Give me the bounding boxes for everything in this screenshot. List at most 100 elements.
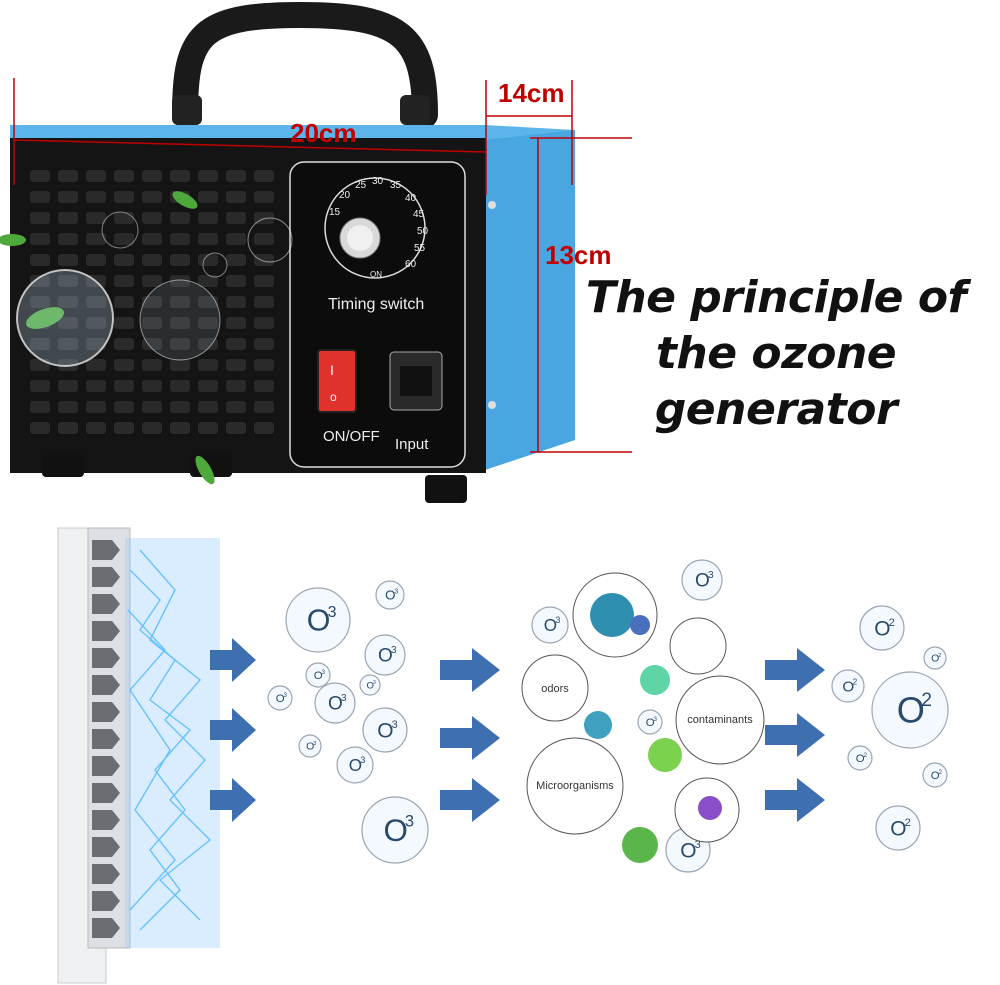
oxygen-subscript: 2 bbox=[938, 653, 941, 659]
vent-slot bbox=[226, 422, 246, 434]
vent-slot bbox=[226, 317, 246, 329]
ozone-bubble bbox=[359, 674, 381, 696]
vent-slot bbox=[198, 401, 218, 413]
vent-slot bbox=[170, 422, 190, 434]
arrow bbox=[765, 778, 825, 822]
vent-slot bbox=[114, 317, 134, 329]
vent-slot bbox=[114, 422, 134, 434]
vent-slot bbox=[30, 233, 50, 245]
vent-slot bbox=[58, 338, 78, 350]
vent-slot bbox=[86, 170, 106, 182]
oxygen-symbol: O bbox=[856, 753, 865, 765]
vent-slot bbox=[254, 380, 274, 392]
vent-slot bbox=[226, 170, 246, 182]
oxygen-subscript: 2 bbox=[905, 817, 911, 829]
electrode-tooth bbox=[92, 918, 120, 938]
carry-handle bbox=[172, 1, 438, 128]
vent-slot bbox=[170, 275, 190, 287]
vent-slot bbox=[198, 275, 218, 287]
ozone-subscript: 3 bbox=[405, 813, 414, 831]
vent-slot bbox=[198, 380, 218, 392]
ozone-symbol: O bbox=[680, 839, 696, 862]
ozone-subscript: 3 bbox=[313, 741, 316, 747]
oxygen-bubble bbox=[875, 805, 921, 851]
oxygen-symbol: O bbox=[897, 690, 925, 731]
microorganisms-label: Microorganisms bbox=[536, 780, 614, 792]
electrode-tooth bbox=[92, 891, 120, 911]
page-title: The principle of the ozone generator bbox=[556, 270, 996, 438]
vent-slot bbox=[226, 380, 246, 392]
ozone-bubble bbox=[314, 682, 356, 724]
vent-slot bbox=[170, 296, 190, 308]
electrode-tooth bbox=[92, 540, 120, 560]
ozone-bubble bbox=[305, 662, 331, 688]
electrode-teeth bbox=[92, 540, 120, 938]
oxygen-subscript: 2 bbox=[921, 690, 932, 711]
ozone-bubble bbox=[637, 709, 663, 735]
vent-slot bbox=[30, 275, 50, 287]
vent-slot bbox=[114, 170, 134, 182]
foot-left bbox=[42, 455, 84, 477]
ozone-subscript: 3 bbox=[708, 570, 714, 581]
ozone-bubble bbox=[298, 734, 322, 758]
contaminants-circle bbox=[675, 675, 765, 765]
vent-slot bbox=[198, 359, 218, 371]
vent-slot bbox=[142, 359, 162, 371]
ozone-bubble bbox=[375, 580, 405, 610]
vent-slot bbox=[142, 233, 162, 245]
ozone-subscript: 3 bbox=[654, 717, 658, 723]
vent-slot bbox=[114, 401, 134, 413]
ozone-subscript: 3 bbox=[394, 589, 398, 596]
timer-dial-ring bbox=[324, 177, 426, 279]
odors-label: odors bbox=[541, 683, 569, 695]
virus-icon bbox=[590, 593, 634, 637]
vent-slot bbox=[226, 254, 246, 266]
vent-slot bbox=[86, 401, 106, 413]
ozone-subscript: 3 bbox=[328, 604, 337, 621]
vent-slot bbox=[86, 317, 106, 329]
vent-grille bbox=[30, 170, 274, 434]
ozone-subscript: 3 bbox=[695, 839, 701, 851]
vent-slot bbox=[30, 212, 50, 224]
vent-slot bbox=[142, 380, 162, 392]
vent-slot bbox=[58, 275, 78, 287]
electrode-tooth bbox=[92, 729, 120, 749]
vent-slot bbox=[170, 380, 190, 392]
vent-slot bbox=[170, 317, 190, 329]
vent-slot bbox=[58, 422, 78, 434]
ozone-subscript: 3 bbox=[555, 615, 560, 625]
vent-slot bbox=[86, 296, 106, 308]
vent-slot bbox=[142, 170, 162, 182]
electrode-tooth bbox=[92, 864, 120, 884]
ozone-symbol: O bbox=[695, 571, 710, 592]
ozone-symbol: O bbox=[367, 680, 374, 691]
vent-slot bbox=[58, 380, 78, 392]
vent-slot bbox=[170, 338, 190, 350]
electrode-tooth bbox=[92, 783, 120, 803]
vent-slot bbox=[142, 401, 162, 413]
odors-circle bbox=[521, 654, 589, 722]
vent-slot bbox=[86, 422, 106, 434]
vent-slot bbox=[142, 338, 162, 350]
vent-slot bbox=[114, 212, 134, 224]
vent-slot bbox=[58, 191, 78, 203]
bacteria-icon bbox=[698, 796, 722, 820]
arrow bbox=[765, 648, 825, 692]
vent-slot bbox=[254, 338, 274, 350]
ozone-symbol: O bbox=[646, 717, 655, 729]
vent-slot bbox=[114, 338, 134, 350]
vent-slot bbox=[86, 338, 106, 350]
vent-slot bbox=[198, 191, 218, 203]
oxygen-subscript: 2 bbox=[889, 617, 895, 629]
vent-slot bbox=[30, 401, 50, 413]
case-side bbox=[485, 130, 575, 470]
vent-slot bbox=[198, 212, 218, 224]
vent-slot bbox=[226, 359, 246, 371]
vent-slot bbox=[170, 401, 190, 413]
dimension-lines bbox=[13, 78, 632, 453]
electrode-tooth bbox=[92, 648, 120, 668]
ozone-symbol: O bbox=[307, 604, 331, 638]
electrode-tooth bbox=[92, 621, 120, 641]
ozone-bubble bbox=[681, 559, 723, 601]
